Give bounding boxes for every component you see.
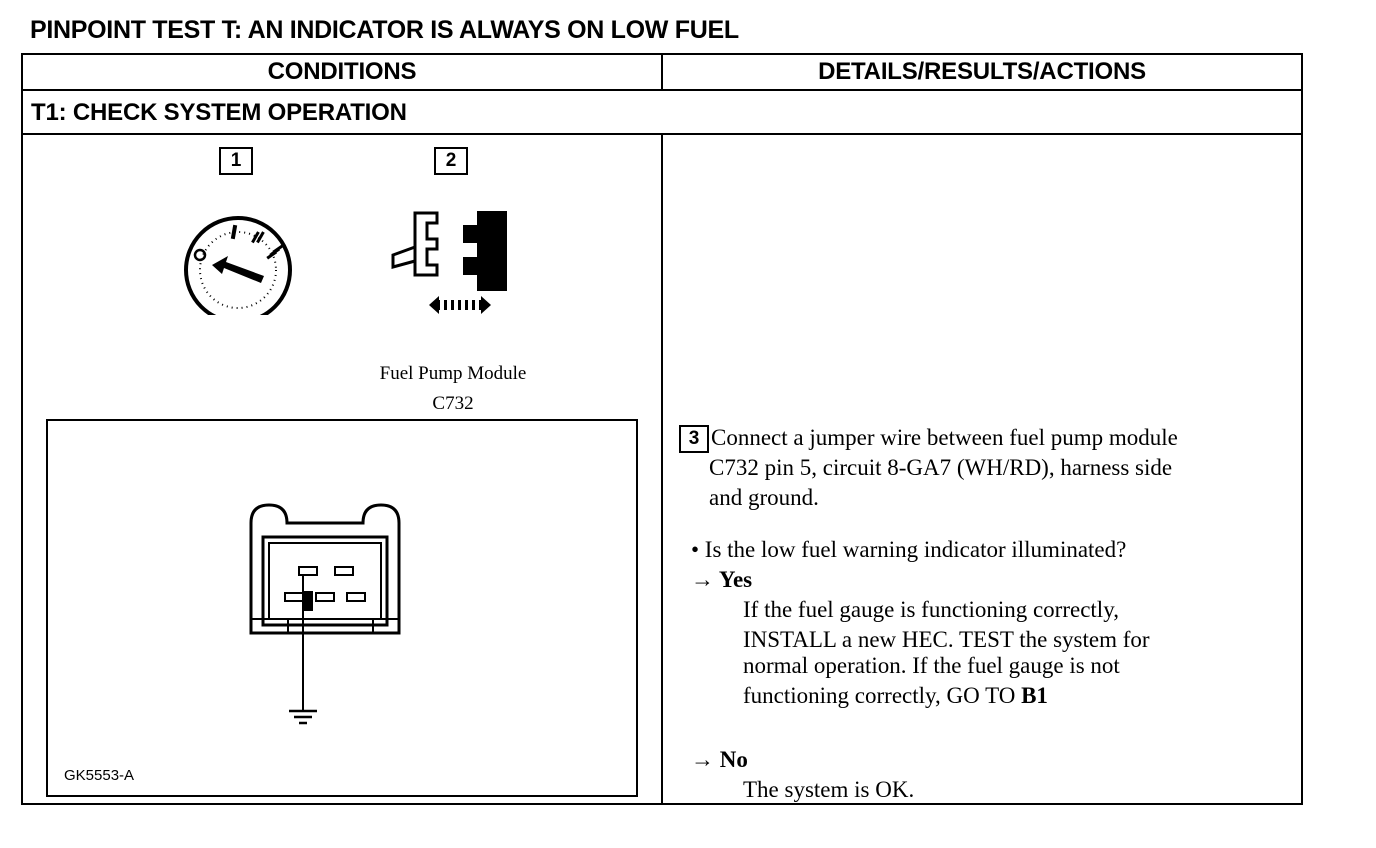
yes-line-4-text: functioning correctly, GO TO (743, 683, 1022, 708)
no-text: The system is OK. (743, 777, 915, 802)
yes-line-3: normal operation. If the fuel gauge is n… (743, 653, 1120, 678)
connector-jumper-ground-icon (249, 503, 401, 725)
instruction-line-3: and ground. (709, 485, 819, 510)
instruction-line-2: C732 pin 5, circuit 8-GA7 (WH/RD), harne… (709, 455, 1173, 480)
step-3-number: 3 (679, 425, 709, 453)
step-2-number: 2 (434, 147, 468, 175)
figure-id: GK5553-A (64, 767, 135, 784)
yes-line-1: If the fuel gauge is functioning correct… (743, 597, 1119, 622)
header-divider (23, 89, 1301, 91)
goto-b1-link[interactable]: B1 (1021, 683, 1048, 708)
pinpoint-table: CONDITIONS DETAILS/RESULTS/ACTIONS T1: C… (21, 53, 1303, 805)
header-column-divider (661, 55, 663, 89)
connector-id-caption: C732 (432, 393, 474, 414)
instruction-line-1: Connect a jumper wire between fuel pump … (711, 425, 1178, 450)
connector-diagram-box: GK5553-A (46, 419, 638, 797)
details-header: DETAILS/RESULTS/ACTIONS (818, 58, 1146, 85)
step-title: T1: CHECK SYSTEM OPERATION (31, 99, 407, 126)
fuel-pump-module-caption: Fuel Pump Module (379, 363, 527, 384)
step-1-number: 1 (219, 147, 253, 175)
connector-disconnect-icon (391, 211, 507, 314)
ignition-switch-icon (184, 216, 292, 315)
no-label: → No (691, 747, 748, 772)
body-column-divider (661, 133, 663, 805)
yes-line-4: functioning correctly, GO TO B1 (743, 681, 1048, 711)
question-text: • Is the low fuel warning indicator illu… (691, 537, 1127, 562)
yes-label: → Yes (691, 567, 753, 592)
yes-line-2: INSTALL a new HEC. TEST the system for (743, 627, 1150, 652)
conditions-header: CONDITIONS (267, 58, 417, 85)
page-title: PINPOINT TEST T: AN INDICATOR IS ALWAYS … (30, 16, 739, 44)
